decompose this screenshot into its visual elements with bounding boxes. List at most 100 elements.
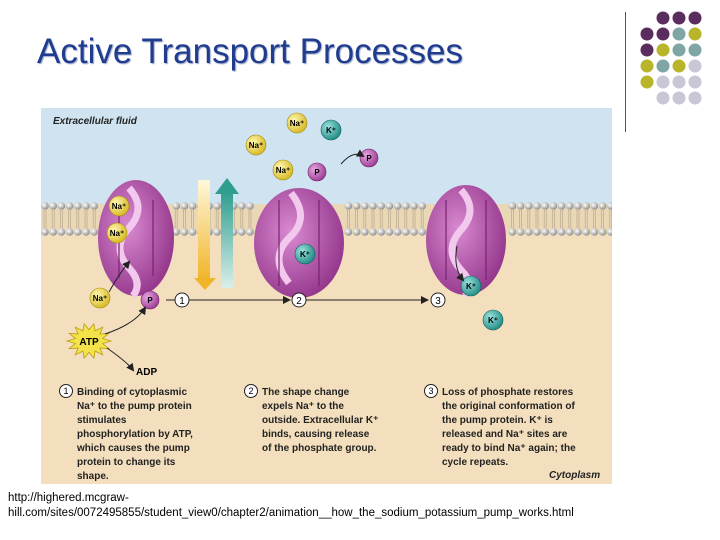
phospholipid-head (49, 228, 57, 236)
phospholipid-head (574, 228, 582, 236)
source-citation: http://highered.mcgraw- hill.com/sites/0… (8, 491, 708, 521)
phospholipid-head (566, 202, 574, 210)
step-text-line: Na⁺ to the pump protein (77, 401, 192, 412)
phospholipid-tail (84, 210, 88, 228)
cytoplasm-label: Cytoplasm (549, 470, 600, 481)
phospholipid-tail (174, 210, 178, 228)
step-text-line: The shape change (262, 387, 350, 398)
decorative-dot (656, 59, 670, 73)
phospholipid-tail (601, 210, 604, 228)
phospholipid-head (41, 202, 49, 210)
phospholipid-tail (51, 210, 55, 228)
phospholipid-head (180, 202, 189, 210)
phospholipid-head (369, 202, 377, 210)
step-text-line: stimulates (77, 415, 127, 426)
phosphate-label: P (147, 296, 153, 305)
phospholipid-tail (388, 210, 391, 228)
step-text-line: released and Na⁺ sites are (442, 429, 568, 440)
phospholipid-tail (560, 210, 563, 228)
phospholipid-head (607, 228, 612, 236)
step-2-description: 2 The shape change expels Na⁺ to the out… (244, 384, 378, 454)
decorative-dot (672, 11, 686, 25)
phospholipid-tail (191, 210, 194, 228)
phospholipid-tail (240, 210, 244, 228)
flow-step-number: 3 (435, 296, 441, 307)
pump-protein-2 (254, 188, 344, 298)
phospholipid-tail (576, 210, 580, 228)
phosphate-label: P (314, 168, 320, 177)
adp-arrow (106, 347, 135, 372)
phospholipid-head (344, 202, 353, 210)
potassium-ion-label: K⁺ (466, 282, 476, 291)
phospholipid-tail (43, 210, 47, 228)
decorative-dot (688, 59, 702, 73)
sodium-ion: Na⁺ (286, 112, 308, 134)
phospholipid-head (582, 228, 590, 236)
phospholipid-head (557, 202, 566, 210)
source-url-line-2: hill.com/sites/0072495855/student_view0/… (8, 507, 574, 519)
sodium-ion-label: Na⁺ (276, 166, 290, 175)
title-divider-line (625, 12, 626, 132)
slide-title: Active Transport Processes (37, 32, 463, 71)
step-text-line: Binding of cytoplasmic (77, 387, 187, 398)
decorative-dot (688, 43, 702, 57)
decorative-dot (640, 75, 654, 89)
phospholipid-head (180, 228, 189, 236)
phospholipid-head (41, 228, 49, 236)
step-text-line: protein to change its (77, 457, 176, 468)
phospholipid-head (590, 228, 599, 236)
decorative-dot (640, 43, 654, 57)
step-number: 1 (63, 386, 68, 396)
phospholipid-head (525, 202, 533, 210)
phospholipid-head (393, 228, 402, 236)
potassium-release-arrow (455, 245, 465, 282)
potassium-ion: K⁺ (320, 119, 342, 141)
phospholipid-head (590, 202, 599, 210)
decorative-dot (656, 43, 670, 57)
phospholipid-tail (519, 210, 522, 228)
decorative-dot (672, 59, 686, 73)
decorative-dot (688, 11, 702, 25)
sodium-ion: Na⁺ (108, 195, 130, 217)
decorative-dot (672, 27, 686, 41)
phospholipid-head (410, 202, 418, 210)
sodium-ion-label: Na⁺ (249, 141, 263, 150)
step-text-line: expels Na⁺ to the (262, 401, 344, 412)
phospholipid-head (352, 202, 361, 210)
phospholipid-head (188, 202, 197, 210)
phospholipid-head (172, 202, 180, 210)
step-text-line: the pump protein. K⁺ is (442, 415, 553, 426)
phospholipid-head (541, 202, 549, 210)
phospholipid-tail (68, 210, 71, 228)
phospholipid-head (57, 228, 66, 236)
step-1-description: 1 Binding of cytoplasmic Na⁺ to the pump… (59, 384, 193, 482)
phosphorylation-arrow (104, 306, 147, 335)
step-text-line: phosphorylation by ATP, (77, 429, 193, 440)
flow-step-number: 2 (296, 296, 302, 307)
phospholipid-head (49, 202, 57, 210)
decorative-dot (688, 75, 702, 89)
phospholipid-head (508, 202, 517, 210)
phospholipid-tail (396, 210, 399, 228)
phospholipid-tail (76, 210, 80, 228)
phospholipid-head (566, 228, 574, 236)
phospholipid-tail (593, 210, 596, 228)
svg-text:Loss of phosphate restores: Loss of phosphate restores the original … (442, 387, 578, 468)
extracellular-label: Extracellular fluid (53, 116, 138, 127)
sodium-ion-label: Na⁺ (110, 229, 124, 238)
step-text-line: Loss of phosphate restores (442, 387, 574, 398)
phospholipid-tail (535, 210, 539, 228)
phospholipid-head (246, 228, 254, 236)
phospholipid-tail (404, 210, 408, 228)
phospholipid-head (516, 228, 525, 236)
potassium-ion: K⁺ (482, 309, 504, 331)
phospholipid-tail (355, 210, 358, 228)
atp-label: ATP (79, 337, 99, 348)
step-3-description: 3 Loss of phosphate restores the origina… (424, 384, 578, 468)
phospholipid-tail (248, 210, 252, 228)
phospholipid-tail (543, 210, 547, 228)
phospholipid-head (402, 228, 410, 236)
phospholipid-tail (568, 210, 572, 228)
phospholipid-head (377, 228, 386, 236)
phospholipid-head (525, 228, 533, 236)
